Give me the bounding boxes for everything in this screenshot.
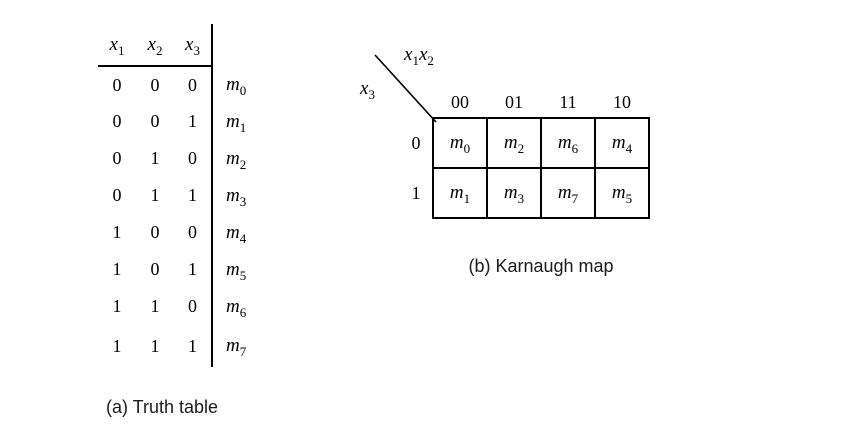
truth-table-row: 0 1 0 m2 xyxy=(98,140,270,177)
truth-table-row: 1 0 1 m5 xyxy=(98,251,270,288)
x3-value: 0 xyxy=(188,296,197,316)
kmap-col-header: 00 xyxy=(451,92,469,112)
x2-value: 0 xyxy=(150,111,160,131)
minterm-label: m7 xyxy=(211,325,270,367)
truth-table-caption: (a) Truth table xyxy=(106,397,219,417)
x1-value: 1 xyxy=(112,259,122,279)
kmap-cell: m4 xyxy=(594,117,650,169)
minterm-label: m0 xyxy=(211,66,270,103)
x2-value: 1 xyxy=(150,296,160,316)
kmap-cell: m7 xyxy=(540,167,596,219)
x2-value: 0 xyxy=(150,259,160,279)
x3-value: 0 xyxy=(188,222,197,242)
truth-table: x1 x2 x3 0 0 0 m0 0 xyxy=(98,24,270,367)
x2-value: 1 xyxy=(150,335,160,356)
kmap-caption: (b) Karnaugh map xyxy=(468,256,614,276)
truth-table-header-x2: x2 xyxy=(136,24,174,67)
x3-value: 1 xyxy=(188,259,197,279)
x2-value: 1 xyxy=(150,148,160,168)
kmap-col-header: 10 xyxy=(613,92,631,112)
kmap-cell: m2 xyxy=(486,117,542,169)
minterm-label: m5 xyxy=(211,251,270,288)
minterm-label: m1 xyxy=(211,103,270,140)
x2-value: 1 xyxy=(150,185,160,205)
x3-value: 0 xyxy=(188,74,197,95)
x1-value: 1 xyxy=(112,335,122,356)
kmap-cell: m1 xyxy=(432,167,488,219)
minterm-label: m3 xyxy=(211,177,270,214)
x3-value: 0 xyxy=(188,148,197,168)
truth-table-header-row: x1 x2 x3 xyxy=(98,24,270,67)
truth-table-header-x1: x1 xyxy=(98,24,136,67)
truth-table-row: 0 0 1 m1 xyxy=(98,103,270,140)
truth-table-header-spacer xyxy=(211,24,270,66)
x3-value: 1 xyxy=(188,185,197,205)
kmap-cell: m5 xyxy=(594,167,650,219)
kmap-row: 1 m1 m3 m7 m5 xyxy=(400,167,650,219)
truth-table-section: x1 x2 x3 0 0 0 m0 0 xyxy=(98,24,270,418)
truth-table-row: 1 1 1 m7 xyxy=(98,325,270,367)
x2-value: 0 xyxy=(150,222,160,242)
kmap-section: x1x2 x3 00 01 11 10 0 m0 m2 m6 m4 xyxy=(360,44,680,304)
truth-table-header-x3: x3 xyxy=(174,24,212,67)
x3-value: 1 xyxy=(188,111,197,131)
kmap-column-header-row: 00 01 11 10 xyxy=(400,90,649,118)
kmap-row-header: 0 xyxy=(411,132,421,153)
minterm-label: m6 xyxy=(211,288,270,325)
kmap-grid: 00 01 11 10 0 m0 m2 m6 m4 1 m1 m3 m7 xyxy=(400,90,650,219)
truth-table-row: 1 0 0 m4 xyxy=(98,214,270,251)
kmap-cell: m6 xyxy=(540,117,596,169)
kmap-row-header: 1 xyxy=(411,182,421,203)
x1-value: 0 xyxy=(112,185,122,205)
truth-table-row: 1 1 0 m6 xyxy=(98,288,270,325)
x3-value: 1 xyxy=(188,335,197,356)
kmap-corner-spacer xyxy=(400,90,433,118)
kmap-col-header: 11 xyxy=(559,92,577,112)
x2-value: 0 xyxy=(150,74,160,95)
kmap-row: 0 m0 m2 m6 m4 xyxy=(400,117,650,169)
truth-table-row: 0 1 1 m3 xyxy=(98,177,270,214)
kmap-cell: m0 xyxy=(432,117,488,169)
minterm-label: m2 xyxy=(211,140,270,177)
kmap-column-vars-label: x1x2 xyxy=(404,44,434,68)
x1-value: 1 xyxy=(112,296,122,316)
truth-table-row: 0 0 0 m0 xyxy=(98,66,270,103)
x1-value: 0 xyxy=(112,74,122,95)
kmap-col-header: 01 xyxy=(505,92,523,112)
kmap-diagonal-line xyxy=(374,54,437,123)
kmap-row-var-label: x3 xyxy=(360,78,375,102)
kmap-cell: m3 xyxy=(486,167,542,219)
x1-value: 0 xyxy=(112,148,122,168)
minterm-label: m4 xyxy=(211,214,270,251)
x1-value: 0 xyxy=(112,111,122,131)
x1-value: 1 xyxy=(112,222,122,242)
